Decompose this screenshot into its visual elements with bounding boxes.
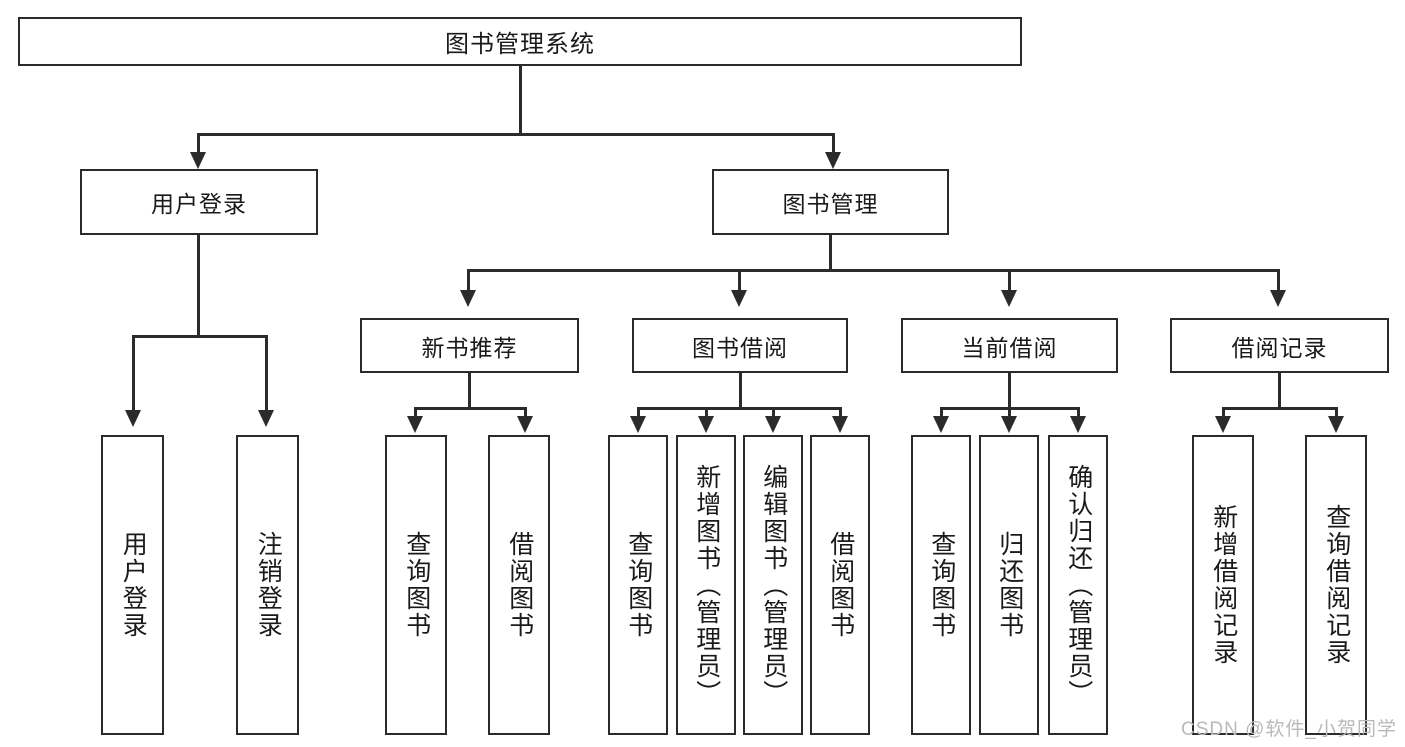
connector-login-bus [132, 335, 268, 338]
node-label: 查询图书 [927, 531, 956, 639]
node-label: 用户登录 [151, 191, 247, 217]
node-label: 注销登录 [254, 531, 283, 639]
connector-borrow-stem [739, 373, 742, 410]
connector-bookmgmt-b4 [1277, 269, 1280, 293]
watermark-text: CSDN @软件_小贺同学 [1181, 719, 1397, 740]
leaf-query-book-borrow[interactable]: 查询图书 [608, 435, 668, 735]
connector-bookmgmt-b2 [738, 269, 741, 293]
node-label: 查询图书 [624, 531, 653, 639]
node-label: 借阅图书 [826, 531, 855, 639]
connector-newbook-c1 [414, 407, 417, 419]
arrow-root-to-login [190, 152, 206, 169]
node-label: 当前借阅 [961, 334, 1058, 361]
arrow-bookmgmt-to-records [1270, 290, 1286, 307]
leaf-add-book-admin[interactable]: 新增图书（管理员） [676, 435, 736, 735]
arrow-root-to-bookmgmt [825, 152, 841, 169]
arrow-borrow-to-leaf-2 [698, 416, 714, 433]
leaf-return-book[interactable]: 归还图书 [979, 435, 1039, 735]
connector-newbook-stem [468, 373, 471, 410]
arrow-borrow-to-leaf-1 [630, 416, 646, 433]
connector-records-c1 [1222, 407, 1225, 419]
leaf-confirm-return-admin[interactable]: 确认归还（管理员） [1048, 435, 1108, 735]
connector-borrow-c4 [839, 407, 842, 419]
arrow-newbook-to-leaf-2 [517, 416, 533, 433]
node-label: 用户登录 [119, 531, 148, 639]
leaf-query-borrow-record[interactable]: 查询借阅记录 [1305, 435, 1367, 735]
arrow-records-to-leaf-1 [1215, 416, 1231, 433]
arrow-records-to-leaf-2 [1328, 416, 1344, 433]
arrow-current-to-leaf-2 [1001, 416, 1017, 433]
node-user-login[interactable]: 用户登录 [80, 169, 318, 235]
connector-borrow-c3 [772, 407, 775, 419]
connector-bookmgmt-b1 [467, 269, 470, 293]
connector-bookmgmt-b3 [1008, 269, 1011, 293]
arrow-current-to-leaf-3 [1070, 416, 1086, 433]
leaf-query-book-current[interactable]: 查询图书 [911, 435, 971, 735]
connector-newbook-bus [414, 407, 527, 410]
connector-root-to-bookmgmt [832, 133, 835, 158]
connector-login-left [132, 335, 135, 413]
node-current-borrow[interactable]: 当前借阅 [901, 318, 1118, 373]
arrow-bookmgmt-to-current [1001, 290, 1017, 307]
node-label: 借阅记录 [1231, 334, 1328, 361]
connector-current-c1 [940, 407, 943, 419]
node-root-system[interactable]: 图书管理系统 [18, 17, 1022, 66]
node-new-book-recommend[interactable]: 新书推荐 [360, 318, 579, 373]
node-label: 归还图书 [995, 531, 1024, 639]
arrow-login-to-leaf-1 [125, 410, 141, 427]
connector-bookmgmt-bus [467, 269, 1280, 272]
connector-records-stem [1278, 373, 1281, 410]
node-label: 查询借阅记录 [1322, 504, 1351, 666]
node-label: 借阅图书 [505, 531, 534, 639]
connector-borrow-c1 [637, 407, 640, 419]
connector-current-c3 [1077, 407, 1080, 419]
connector-newbook-c2 [524, 407, 527, 419]
leaf-logout[interactable]: 注销登录 [236, 435, 299, 735]
connector-login-right [265, 335, 268, 413]
connector-records-bus [1222, 407, 1338, 410]
connector-root-to-login [197, 133, 200, 158]
connector-current-stem [1008, 373, 1011, 410]
connector-root-bus [197, 133, 835, 136]
connector-records-c2 [1335, 407, 1338, 419]
leaf-borrow-book-newbook[interactable]: 借阅图书 [488, 435, 550, 735]
leaf-query-book-newbook[interactable]: 查询图书 [385, 435, 447, 735]
arrow-login-to-leaf-2 [258, 410, 274, 427]
leaf-edit-book-admin[interactable]: 编辑图书（管理员） [743, 435, 803, 735]
node-label: 新书推荐 [421, 334, 518, 361]
node-label: 图书借阅 [692, 334, 788, 361]
leaf-user-login[interactable]: 用户登录 [101, 435, 164, 735]
arrow-bookmgmt-to-borrow [731, 290, 747, 307]
leaf-add-borrow-record[interactable]: 新增借阅记录 [1192, 435, 1254, 735]
leaf-borrow-book[interactable]: 借阅图书 [810, 435, 870, 735]
arrow-current-to-leaf-1 [933, 416, 949, 433]
arrow-bookmgmt-to-newbook [460, 290, 476, 307]
node-label: 查询图书 [402, 531, 431, 639]
connector-bookmgmt-stem [829, 235, 832, 271]
node-label: 新增借阅记录 [1209, 504, 1238, 666]
arrow-borrow-to-leaf-3 [765, 416, 781, 433]
connector-root-stem [519, 66, 522, 135]
node-label: 编辑图书（管理员） [759, 463, 788, 707]
connector-login-stem [197, 235, 200, 337]
node-book-management[interactable]: 图书管理 [712, 169, 949, 235]
arrow-borrow-to-leaf-4 [832, 416, 848, 433]
node-label: 确认归还（管理员） [1064, 463, 1093, 707]
node-borrow-records[interactable]: 借阅记录 [1170, 318, 1389, 373]
node-book-borrow[interactable]: 图书借阅 [632, 318, 848, 373]
connector-current-c2 [1008, 407, 1011, 419]
connector-borrow-bus [637, 407, 842, 410]
node-label: 图书管理系统 [445, 31, 595, 58]
arrow-newbook-to-leaf-1 [407, 416, 423, 433]
node-label: 新增图书（管理员） [692, 463, 721, 707]
node-label: 图书管理 [782, 191, 879, 217]
connector-borrow-c2 [705, 407, 708, 419]
